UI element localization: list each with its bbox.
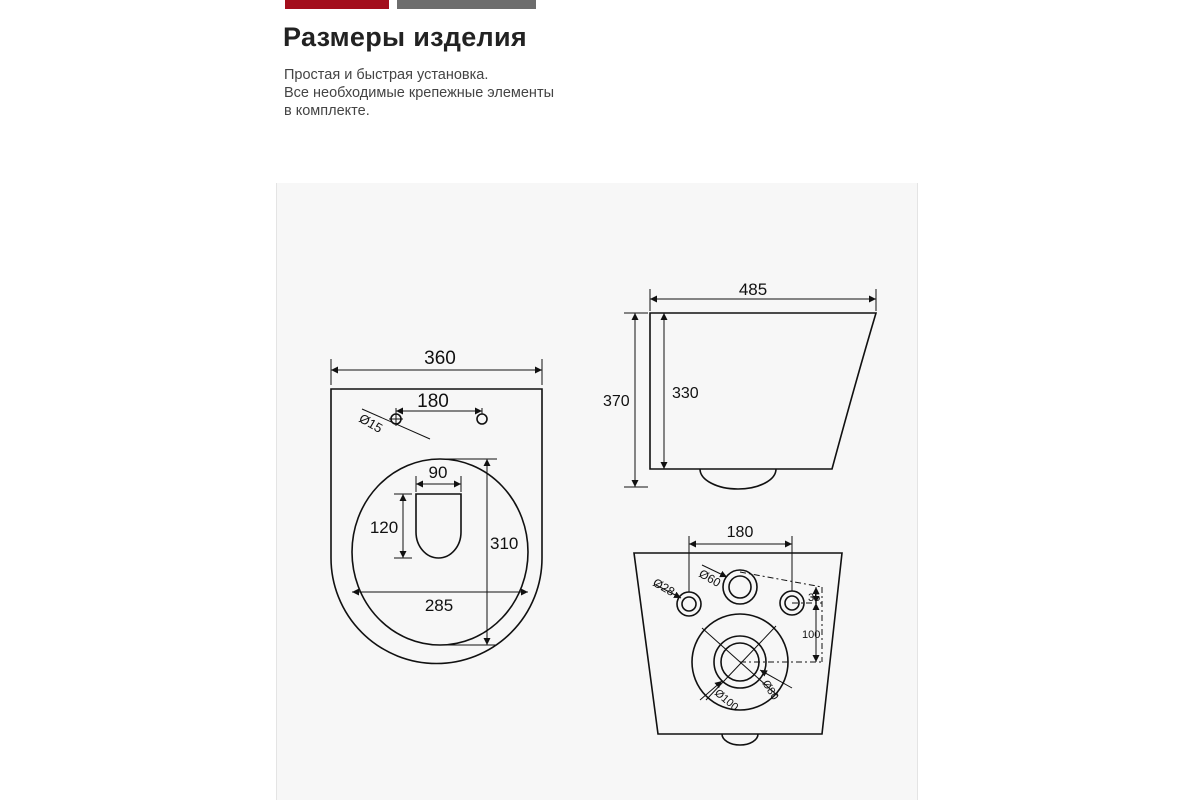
label-width-360: 360 [424,348,456,369]
label-bolt-hole-d28: Ø28 [651,575,678,599]
label-offset-100: 100 [802,629,820,641]
label-bolt-spacing-180: 180 [727,524,754,541]
bolt-hole-left-inner [681,596,697,612]
label-outlet-width-90: 90 [429,463,448,482]
label-outlet-d80: Ø80 [759,678,780,702]
label-offset-35: 35 [808,592,820,604]
label-hole-diameter: Ø15 [357,411,386,436]
label-hole-spacing-180: 180 [417,391,449,412]
label-bowl-width-285: 285 [425,596,453,615]
description-line-1: Простая и быстрая установка. [284,67,489,83]
accent-bar-red [285,0,389,9]
bolt-hole-right-inner [784,595,800,611]
side-view [649,312,878,490]
top-view-labels: 360 180 Ø15 90 120 310 285 [357,348,519,615]
side-view-outlet [699,468,777,490]
back-view-outline [633,552,843,735]
top-view [330,388,543,665]
top-view-outline [330,388,543,665]
leader-d60 [701,564,728,578]
back-view-dimensions [655,536,823,701]
top-view-dimensions [330,359,543,646]
page-title: Размеры изделия [283,22,527,52]
inlet-outer [722,569,758,605]
side-view-dimensions [624,289,877,488]
drawing-panel [276,183,918,800]
side-view-outline [649,312,878,470]
accent-bar-gray [397,0,536,9]
leader-d100 [699,680,723,701]
label-outlet-length-120: 120 [370,518,398,537]
label-height-370: 370 [603,393,630,410]
bolt-hole-left-outer [676,591,702,617]
inlet-inner [728,575,752,599]
label-bowl-length-310: 310 [490,534,518,553]
label-length-485: 485 [739,280,767,299]
label-body-height-330: 330 [672,385,699,402]
label-inlet-d60: Ø60 [697,566,724,590]
description: Простая и быстрая установка. Все необход… [284,66,644,120]
leader-d80 [759,669,793,689]
outlet-shape [415,493,462,559]
mount-hole-right [476,413,488,425]
outlet-axis-diagonal [701,627,779,697]
description-line-3: в комплекте. [284,103,370,119]
outlet-axis-diagonal-2 [705,625,777,701]
back-view-outlet [721,733,759,746]
description-line-2: Все необходимые крепежные элементы [284,85,555,101]
outlet-ring-middle [713,635,767,689]
leader-d28 [655,584,682,599]
side-view-labels: 485 370 330 [603,280,767,410]
